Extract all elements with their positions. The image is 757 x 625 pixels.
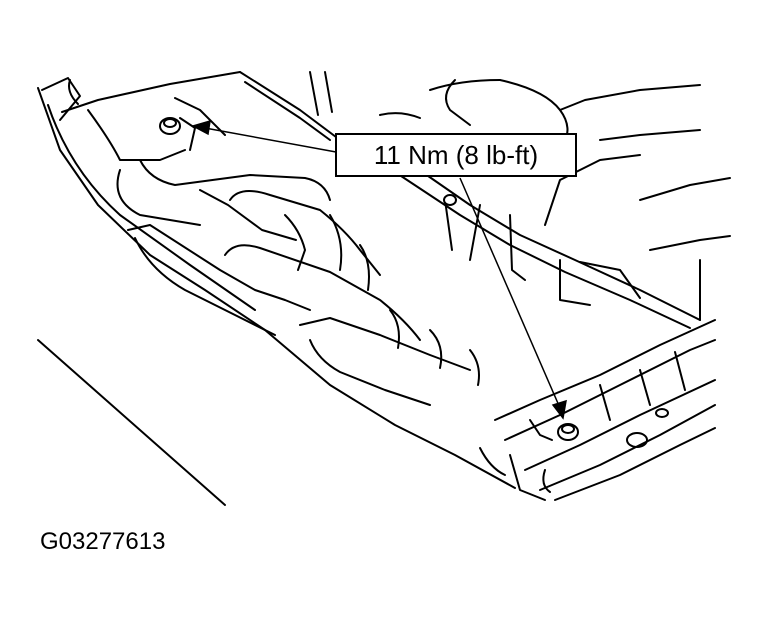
bolt-icon (159, 117, 181, 135)
floor-pan-linework (37, 71, 731, 506)
torque-callout: 11 Nm (8 lb-ft) (335, 133, 577, 177)
clip-icon (443, 194, 457, 206)
leader-lines (191, 119, 567, 420)
torque-callout-label: 11 Nm (8 lb-ft) (374, 140, 538, 170)
figure-id: G03277613 (40, 528, 166, 555)
bolt-icon (557, 423, 579, 441)
torque-callout-box (335, 133, 577, 177)
